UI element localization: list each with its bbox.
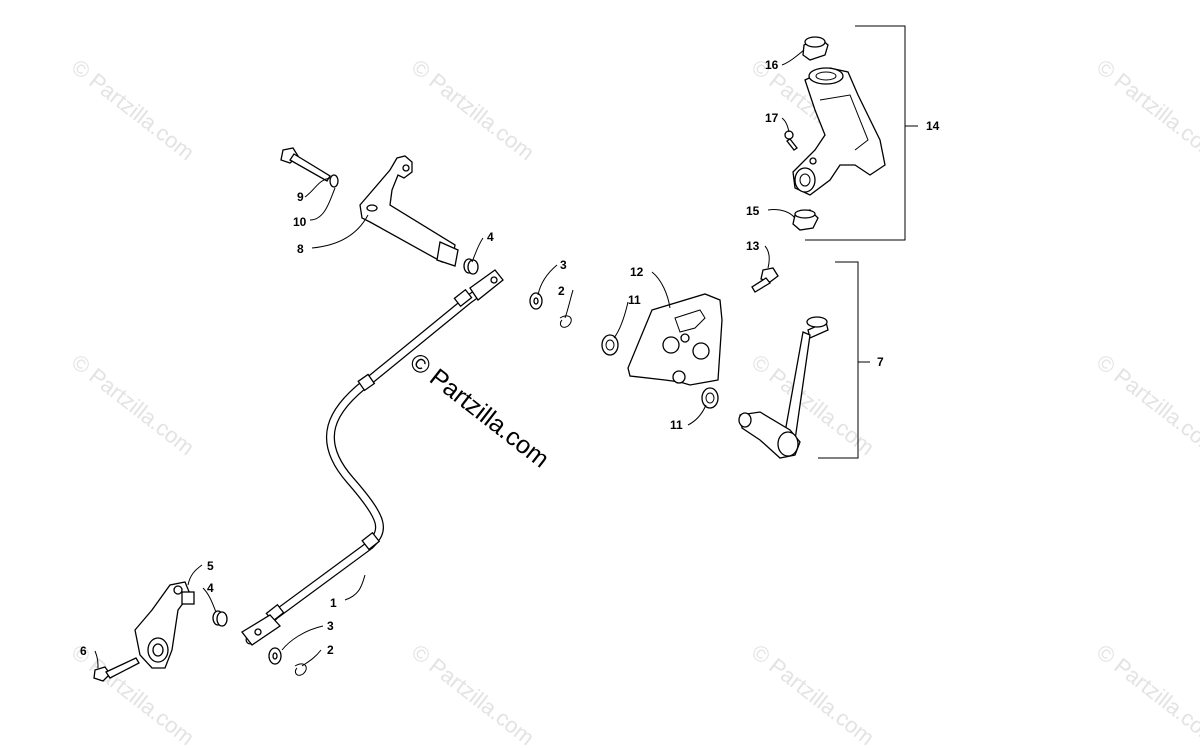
lower-shift-arm	[134, 581, 228, 669]
lower-washer-clip	[268, 647, 307, 676]
callout-2-upper: 2	[558, 284, 565, 298]
callout-10: 10	[293, 215, 307, 229]
watermark: © Partzilla.com	[747, 639, 879, 749]
callout-14: 14	[926, 119, 940, 133]
bracket-7	[818, 261, 859, 459]
watermark: © Partzilla.com	[1092, 639, 1200, 749]
callout-1: 1	[330, 596, 337, 610]
callout-labels: 1 2 2 3 3 4 4 5 6 7 8 9 10 11 11 12 13 1…	[80, 58, 940, 658]
watermark: © Partzilla.com	[67, 349, 199, 460]
callout-3-lower: 3	[327, 619, 334, 633]
shift-shaft-bolt	[751, 267, 779, 293]
callout-3-upper: 3	[560, 258, 567, 272]
callout-8: 8	[297, 242, 304, 256]
lower-bolt	[93, 657, 140, 682]
upper-shift-arm	[359, 155, 479, 275]
callout-9: 9	[297, 190, 304, 204]
bracket-14	[805, 25, 906, 241]
callout-17: 17	[765, 111, 779, 125]
watermark: © Partzilla.com	[407, 639, 539, 749]
callout-13: 13	[746, 239, 760, 253]
callout-11-upper: 11	[628, 293, 641, 307]
cap-16	[802, 36, 829, 61]
shift-shaft	[738, 316, 829, 459]
cap-15	[792, 209, 819, 231]
callout-5: 5	[207, 559, 214, 573]
callout-16: 16	[765, 58, 779, 72]
watermark: © Partzilla.com	[1092, 54, 1200, 165]
watermark: © Partzilla.com	[407, 54, 539, 165]
leader-lines	[94, 49, 805, 669]
watermark: © Partzilla.com	[1092, 349, 1200, 460]
shift-rod	[241, 269, 504, 646]
callout-4-upper: 4	[487, 230, 494, 244]
callout-7: 7	[877, 355, 884, 369]
callout-6: 6	[80, 644, 87, 658]
upper-washer-clip	[529, 292, 572, 328]
watermark: © Partzilla.com	[67, 54, 199, 165]
callout-12: 12	[630, 265, 644, 279]
callout-4-lower: 4	[207, 581, 214, 595]
washer-11-lower	[701, 387, 719, 409]
watermark-layer: © Partzilla.com © Partzilla.com © Partzi…	[67, 54, 1200, 749]
callout-2-lower: 2	[327, 643, 334, 657]
brand-watermark: © Partzilla.com	[404, 348, 554, 474]
shift-gate-plate	[627, 293, 723, 386]
watermark: © Partzilla.com	[67, 639, 199, 749]
washer-11-upper	[601, 334, 619, 356]
callout-11-lower: 11	[670, 418, 683, 432]
shift-lever	[792, 67, 886, 196]
callout-15: 15	[746, 204, 760, 218]
upper-bolt	[280, 147, 339, 188]
screw-17	[784, 130, 798, 151]
